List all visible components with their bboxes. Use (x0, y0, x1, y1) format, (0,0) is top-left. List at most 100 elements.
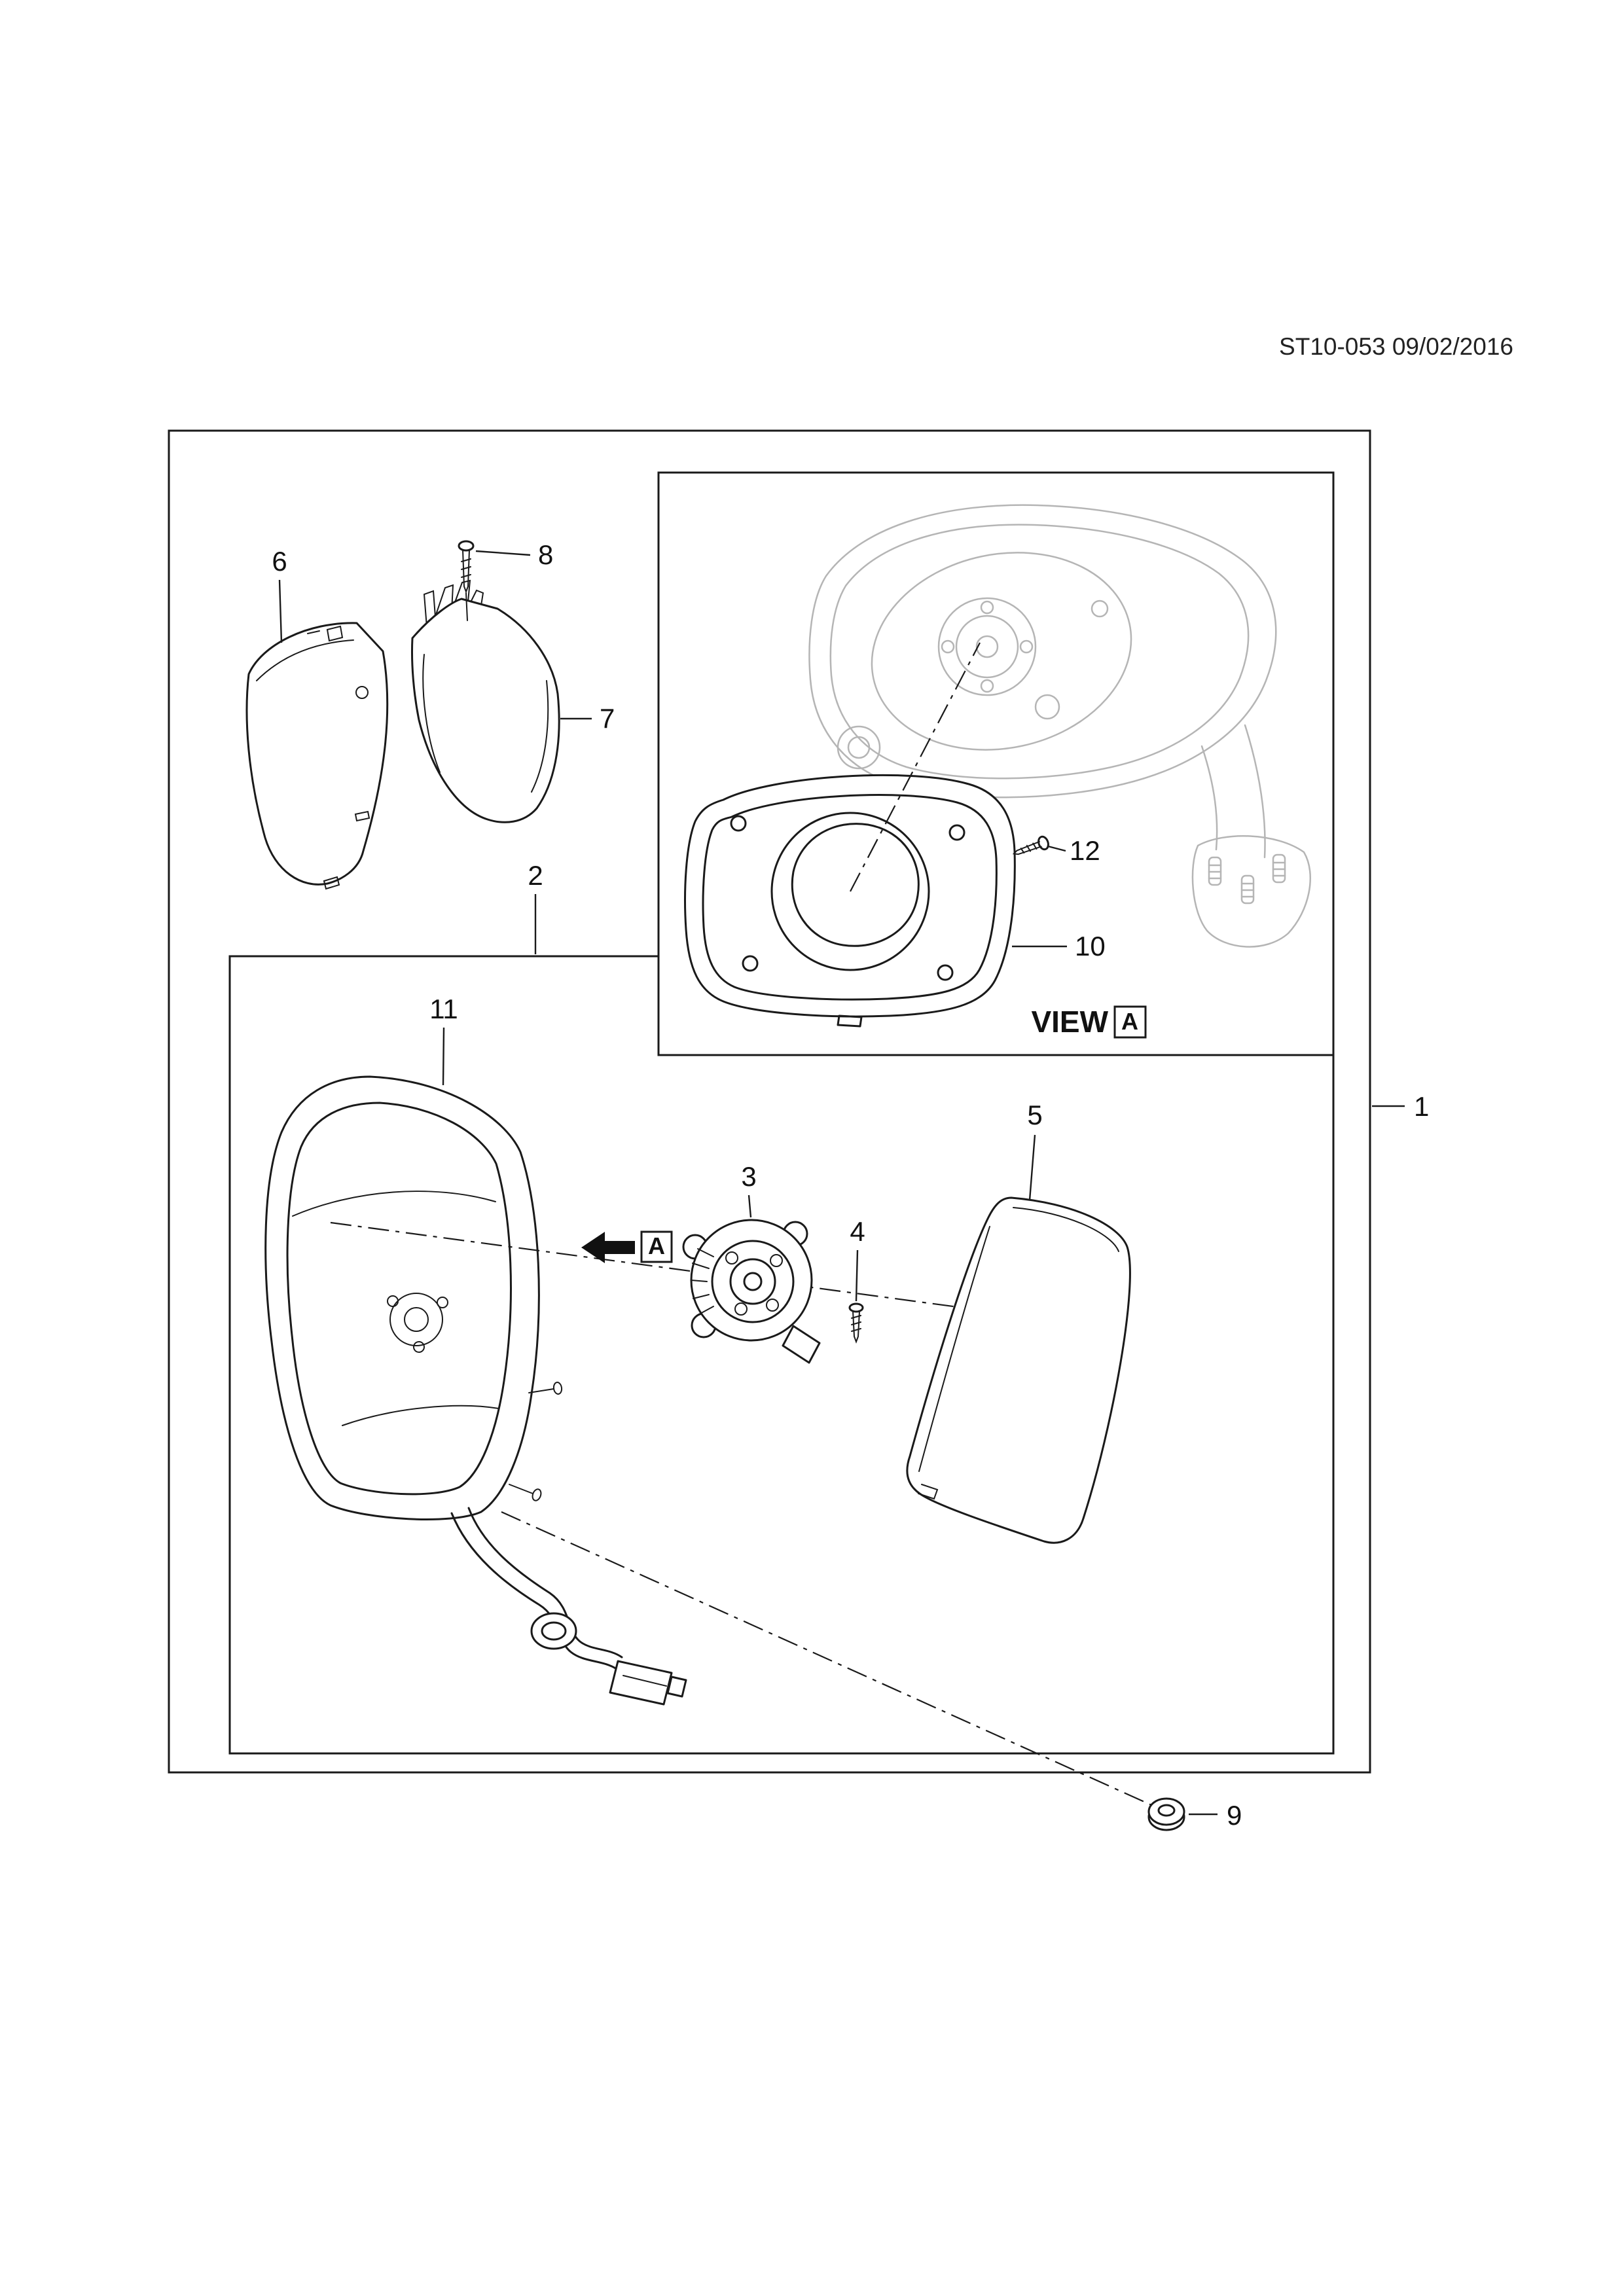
callout-2: 2 (528, 860, 543, 891)
housing-boss-outer (389, 1293, 443, 1346)
leader-3 (748, 1194, 752, 1218)
actuator-ring-inner (729, 1258, 776, 1305)
harness-grommet-hole (541, 1621, 567, 1641)
glass-outline (906, 1196, 1131, 1544)
nut-9 (1147, 1797, 1185, 1831)
ghost-stud-threads (1240, 882, 1255, 898)
arrow-letter-box (640, 1230, 673, 1263)
leader-5 (1028, 1134, 1036, 1201)
cover-7-edge-line (531, 680, 549, 793)
harness-grommet (530, 1612, 577, 1650)
screw-4-head (848, 1302, 864, 1313)
screw-4-threads (851, 1315, 861, 1332)
cover-7-inner-line (422, 654, 441, 773)
harness-connector-line (623, 1675, 667, 1687)
nut-9-hole (1157, 1804, 1176, 1817)
part-6-cover (245, 622, 389, 890)
outer-border (168, 429, 1371, 1774)
actuator-hub (743, 1272, 763, 1291)
housing-crease-line (342, 1405, 499, 1426)
cover-6-hole (355, 686, 369, 699)
bezel-outer-edge (684, 774, 1016, 1018)
view-letter: A (1121, 1008, 1138, 1035)
cover-6-inner-line (256, 639, 354, 681)
cover-7-outline (410, 598, 560, 823)
bezel-screw-hole (730, 815, 747, 832)
actuator-bolt (766, 1299, 779, 1312)
view-a-caption: VIEW A (1031, 1005, 1147, 1039)
housing-inner-rim (286, 1102, 512, 1496)
bezel-bottom-tab (837, 1014, 863, 1028)
glass-tab (918, 1484, 939, 1500)
glass-edge-line (918, 1226, 990, 1472)
screw-4 (848, 1302, 864, 1344)
leader-11 (442, 1027, 445, 1086)
ghost-stud-threads (1208, 864, 1222, 880)
arrow-letter: A (648, 1232, 665, 1259)
direction-arrow-a: A (581, 1230, 673, 1263)
ghost-stud (1240, 874, 1255, 905)
actuator-ring-outer (711, 1240, 795, 1323)
ghost-motor-bolt (980, 679, 994, 693)
callout-1: 1 (1414, 1091, 1429, 1122)
callout-4: 4 (850, 1216, 865, 1247)
actuator-connector-tab (782, 1325, 821, 1364)
ghost-motor-bolt (941, 639, 955, 654)
ghost-stud (1208, 856, 1222, 886)
bezel-inner-edge (702, 794, 998, 1001)
ghost-corner-detail-inner (847, 736, 871, 759)
glass-edge-line (1013, 1207, 1119, 1252)
housing-stud-screw-head (552, 1382, 563, 1395)
ghost-stud-threads (1272, 861, 1286, 877)
actuator-bolt (734, 1302, 748, 1316)
screw-12 (1012, 835, 1049, 855)
bezel-screw-hole (948, 824, 965, 841)
screw-8 (458, 540, 475, 594)
ghost-motor-outer (937, 597, 1037, 696)
cover-6-clip (307, 625, 344, 642)
mirror-glass-5 (906, 1196, 1131, 1544)
cover-7-screw-boss (465, 592, 468, 621)
leader-4 (855, 1249, 859, 1302)
housing-boss-inner (404, 1307, 429, 1332)
housing-11 (264, 1075, 563, 1520)
cover-6-slot (354, 810, 370, 822)
view-label: VIEW (1031, 1005, 1108, 1039)
axis-line-assembly (330, 1221, 1012, 1316)
callout-10: 10 (1075, 931, 1106, 961)
housing-boss-bolt (413, 1341, 425, 1353)
actuator-3 (682, 1219, 821, 1364)
screw-12-threads (1020, 842, 1038, 854)
bezel-glass-opening (770, 812, 930, 971)
harness-wire-edge (467, 1507, 623, 1659)
callout-8: 8 (538, 539, 553, 570)
part-7-cover (410, 579, 560, 823)
cover-6-outline (245, 622, 389, 886)
leader-6 (278, 579, 283, 643)
arrow-a-icon (581, 1232, 635, 1263)
ghost-mirror-assembly (808, 504, 1312, 948)
doc-ref: ST10-053 09/02/2016 (1279, 333, 1513, 360)
callout-9: 9 (1227, 1800, 1242, 1831)
wiring-harness (450, 1507, 687, 1706)
ghost-bracket-arm (1244, 724, 1266, 859)
actuator-teeth (691, 1248, 714, 1315)
ghost-motor-hub (975, 635, 999, 658)
harness-wire-edge (450, 1512, 618, 1670)
screw-8-shaft (462, 549, 470, 594)
callout-5: 5 (1027, 1100, 1042, 1130)
callout-6: 6 (272, 546, 287, 577)
housing-boss-bolt (437, 1297, 448, 1308)
nut-9-rim-upper (1147, 1797, 1185, 1826)
housing-stud-screw-head (532, 1488, 542, 1501)
screw-8-head (458, 540, 475, 552)
callout-7: 7 (600, 703, 615, 734)
bezel-screw-hole (937, 964, 954, 981)
cover-6-tab (323, 876, 340, 890)
callout-11: 11 (429, 994, 458, 1024)
screw-8-threads (461, 558, 471, 578)
housing-stud-screw (528, 1388, 554, 1393)
bezel-opening-detail (791, 823, 920, 947)
housing-shelf-line (292, 1191, 496, 1217)
